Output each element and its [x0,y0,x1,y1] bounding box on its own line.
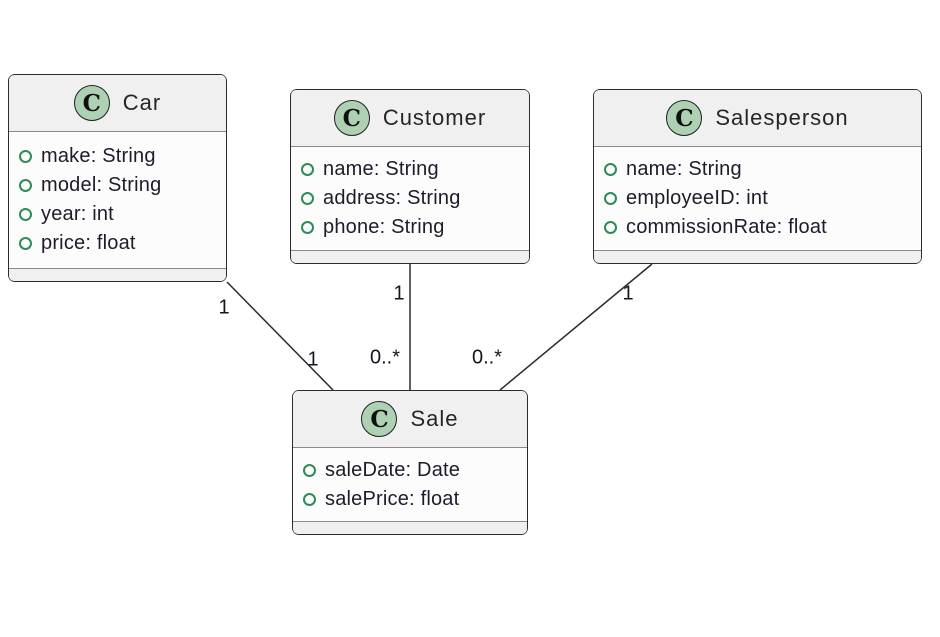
class-title: Customer [382,105,487,130]
class-header: C Car [9,75,226,132]
field-visibility-icon [604,163,617,176]
attribute-text: name: String [626,158,742,180]
attribute-text: name: String [323,158,439,180]
field-visibility-icon [301,163,314,176]
multiplicity-customer-end: 1 [393,282,405,305]
class-box-customer: C Customer name: String address: String … [290,89,530,264]
field-visibility-icon [303,492,316,506]
attribute-row: commissionRate: float [604,213,911,242]
field-visibility-icon [303,463,316,477]
field-visibility-icon [604,192,617,205]
attribute-row: saleDate: Date [303,456,517,485]
class-header: C Sale [293,391,527,448]
methods-compartment-empty [291,250,529,263]
field-visibility-icon [19,237,32,250]
field-visibility-icon [19,179,32,192]
class-box-salesperson: C Salesperson name: String employeeID: i… [593,89,922,264]
attribute-row: employeeID: int [604,184,911,213]
methods-compartment-empty [594,250,921,263]
edge-salesperson-sale [499,263,653,391]
attribute-row: name: String [604,155,911,184]
class-title: Salesperson [715,105,849,130]
class-title: Sale [410,406,459,431]
attribute-text: year: int [41,203,114,225]
field-visibility-icon [19,208,32,221]
attributes-compartment: saleDate: Date salePrice: float [293,448,527,521]
class-header: C Customer [291,90,529,147]
attribute-row: year: int [19,200,216,229]
attribute-text: saleDate: Date [325,458,461,481]
class-icon: C [666,100,703,136]
field-visibility-icon [301,221,314,234]
attribute-row: model: String [19,171,216,200]
attribute-row: address: String [301,184,519,213]
attribute-row: name: String [301,155,519,184]
attributes-compartment: name: String address: String phone: Stri… [291,147,529,250]
attribute-text: make: String [41,145,156,167]
attribute-text: salePrice: float [325,487,460,510]
attributes-compartment: make: String model: String year: int pri… [9,132,226,268]
attribute-text: employeeID: int [626,187,768,209]
class-icon: C [333,100,370,136]
class-box-sale: C Sale saleDate: Date salePrice: float [292,390,528,535]
edge-car-sale [226,281,334,391]
class-title: Car [122,90,162,115]
multiplicity-car-end: 1 [218,296,230,319]
attribute-text: model: String [41,174,162,196]
attribute-text: price: float [41,232,136,254]
class-icon: C [73,85,110,121]
field-visibility-icon [301,192,314,205]
attribute-row: phone: String [301,213,519,242]
attributes-compartment: name: String employeeID: int commissionR… [594,147,921,250]
multiplicity-sale-end-customer: 0..* [369,346,401,369]
methods-compartment-empty [9,268,226,281]
field-visibility-icon [19,150,32,163]
attribute-row: make: String [19,142,216,171]
class-icon: C [361,401,398,437]
attribute-text: phone: String [323,216,445,238]
multiplicity-sale-end-car: 1 [307,348,319,371]
methods-compartment-empty [293,521,527,534]
field-visibility-icon [604,221,617,234]
class-box-car: C Car make: String model: String year: i… [8,74,227,282]
multiplicity-salesperson-end: 1 [622,282,634,305]
attribute-row: price: float [19,229,216,258]
attribute-row: salePrice: float [303,485,517,514]
attribute-text: address: String [323,187,461,209]
class-header: C Salesperson [594,90,921,147]
multiplicity-sale-end-salesperson: 0..* [471,346,503,369]
attribute-text: commissionRate: float [626,216,827,238]
